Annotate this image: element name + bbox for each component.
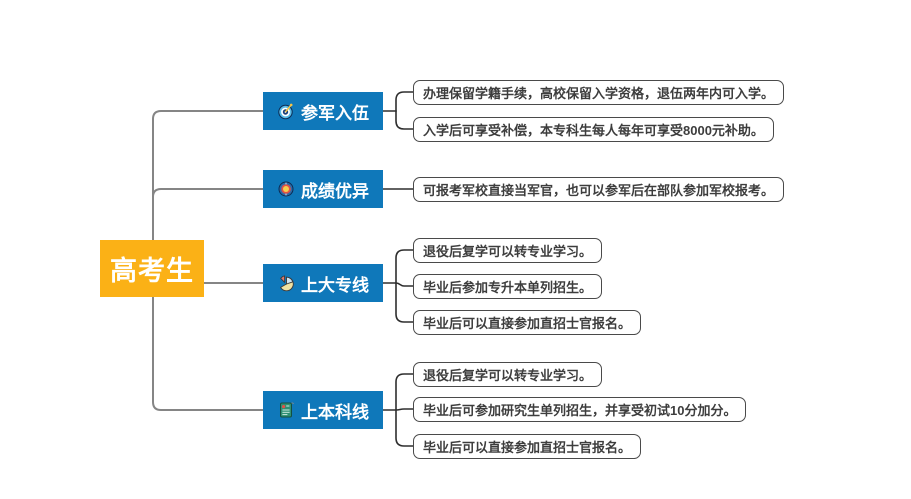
branch-node-junior-college-line[interactable]: 上大专线 [263,264,383,302]
branch-node-enlist[interactable]: 参军入伍 [263,92,383,130]
target-icon [277,102,295,120]
branch-label: 参军入伍 [301,103,369,123]
branch-label: 成绩优异 [301,181,369,201]
leaf-note[interactable]: 入学后可享受补偿，本专科生每人每年可享受8000元补助。 [413,117,774,142]
branch-label: 上大专线 [301,275,369,295]
leaf-note[interactable]: 毕业后可参加研究生单列招生，并享受初试10分加分。 [413,397,747,422]
leaf-note[interactable]: 退役后复学可以转专业学习。 [413,238,603,263]
branch-label: 上本科线 [301,402,369,422]
root-node[interactable]: 高考生 [100,240,204,297]
document-icon [277,401,295,419]
leaf-note[interactable]: 办理保留学籍手续，高校保留入学资格，退伍两年内可入学。 [413,80,785,105]
leaf-note[interactable]: 毕业后可以直接参加直招士官报名。 [413,434,642,459]
leaf-note[interactable]: 毕业后可以直接参加直招士官报名。 [413,310,642,335]
leaf-note[interactable]: 可报考军校直接当军官，也可以参军后在部队参加军校报考。 [413,177,785,202]
branch-node-excellent-grades[interactable]: 成绩优异 [263,170,383,208]
medal-icon [277,180,295,198]
leaf-note[interactable]: 毕业后参加专升本单列招生。 [413,274,603,299]
branch-node-undergraduate-line[interactable]: 上本科线 [263,391,383,429]
pie-chart-icon [277,274,295,292]
leaf-note[interactable]: 退役后复学可以转专业学习。 [413,362,603,387]
